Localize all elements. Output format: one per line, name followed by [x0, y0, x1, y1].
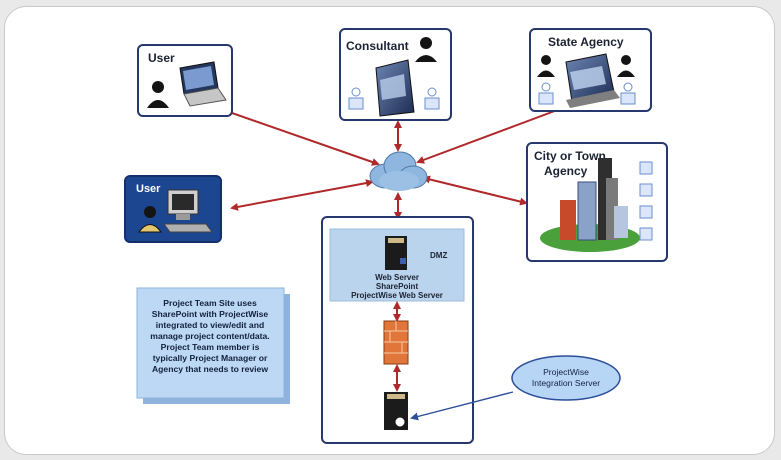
city-agency-label-line1: City or Town — [534, 149, 606, 163]
user-outline-icon — [424, 87, 440, 110]
firewall-icon — [383, 320, 409, 365]
integration-server-icon — [384, 392, 408, 430]
person-icon — [147, 81, 169, 108]
user-outline-icon — [620, 82, 636, 105]
user-outline-icon — [348, 87, 364, 110]
city-agency-label-line2: Agency — [544, 164, 588, 178]
server-line-3: ProjectWise Web Server — [351, 291, 443, 300]
user-left-node: User — [124, 175, 222, 243]
user-outline-icon — [639, 161, 653, 241]
note-line-3: integrated to view/edit and — [156, 320, 264, 330]
internet-cloud-icon — [369, 151, 428, 191]
server-line-2: SharePoint — [376, 282, 419, 291]
user-outline-icon — [538, 82, 554, 105]
person-icon — [415, 37, 437, 62]
callout-pointer — [410, 391, 514, 421]
connector-user-left — [230, 179, 374, 211]
project-team-note: Project Team Site uses SharePoint with P… — [136, 287, 290, 404]
person-icon — [617, 55, 635, 77]
consultant-node: Consultant — [339, 28, 452, 121]
city-agency-node: City or Town Agency — [526, 142, 668, 262]
note-line-1: Project Team Site uses — [163, 298, 257, 308]
user-left-label: User — [136, 183, 161, 195]
desktop-computer-icon — [163, 189, 213, 233]
integration-server-callout: ProjectWise Integration Server — [410, 355, 621, 421]
government-building-icon — [565, 53, 620, 108]
connector-city-agency — [422, 175, 528, 206]
laptop-icon — [179, 61, 227, 107]
user-top-label: User — [148, 51, 175, 65]
note-line-7: Agency that needs to review — [152, 364, 268, 374]
server-line-1: Web Server — [375, 273, 419, 282]
connectors — [210, 104, 570, 220]
connector-state-agency — [416, 104, 570, 164]
state-agency-node: State Agency — [529, 28, 652, 112]
city-skyline-icon — [540, 158, 640, 252]
web-server-icon — [385, 236, 407, 270]
callout-line-2: Integration Server — [532, 378, 600, 388]
consultant-label: Consultant — [346, 39, 409, 53]
callout-line-1: ProjectWise — [543, 367, 589, 377]
office-building-icon — [375, 59, 415, 117]
note-line-5: Project Team member is — [161, 342, 260, 352]
user-top-node: User — [137, 44, 233, 117]
person-icon — [537, 55, 555, 77]
note-line-4: manage project content/data. — [150, 331, 269, 341]
dmz-label: DMZ — [430, 251, 447, 260]
note-line-2: SharePoint with ProjectWise — [152, 309, 269, 319]
connector-user-top — [210, 104, 380, 166]
state-agency-label: State Agency — [548, 35, 624, 49]
person-icon — [138, 206, 162, 233]
note-line-6: typically Project Manager or — [153, 353, 268, 363]
server-block: DMZ Web Server SharePoint ProjectWise We… — [321, 216, 474, 444]
